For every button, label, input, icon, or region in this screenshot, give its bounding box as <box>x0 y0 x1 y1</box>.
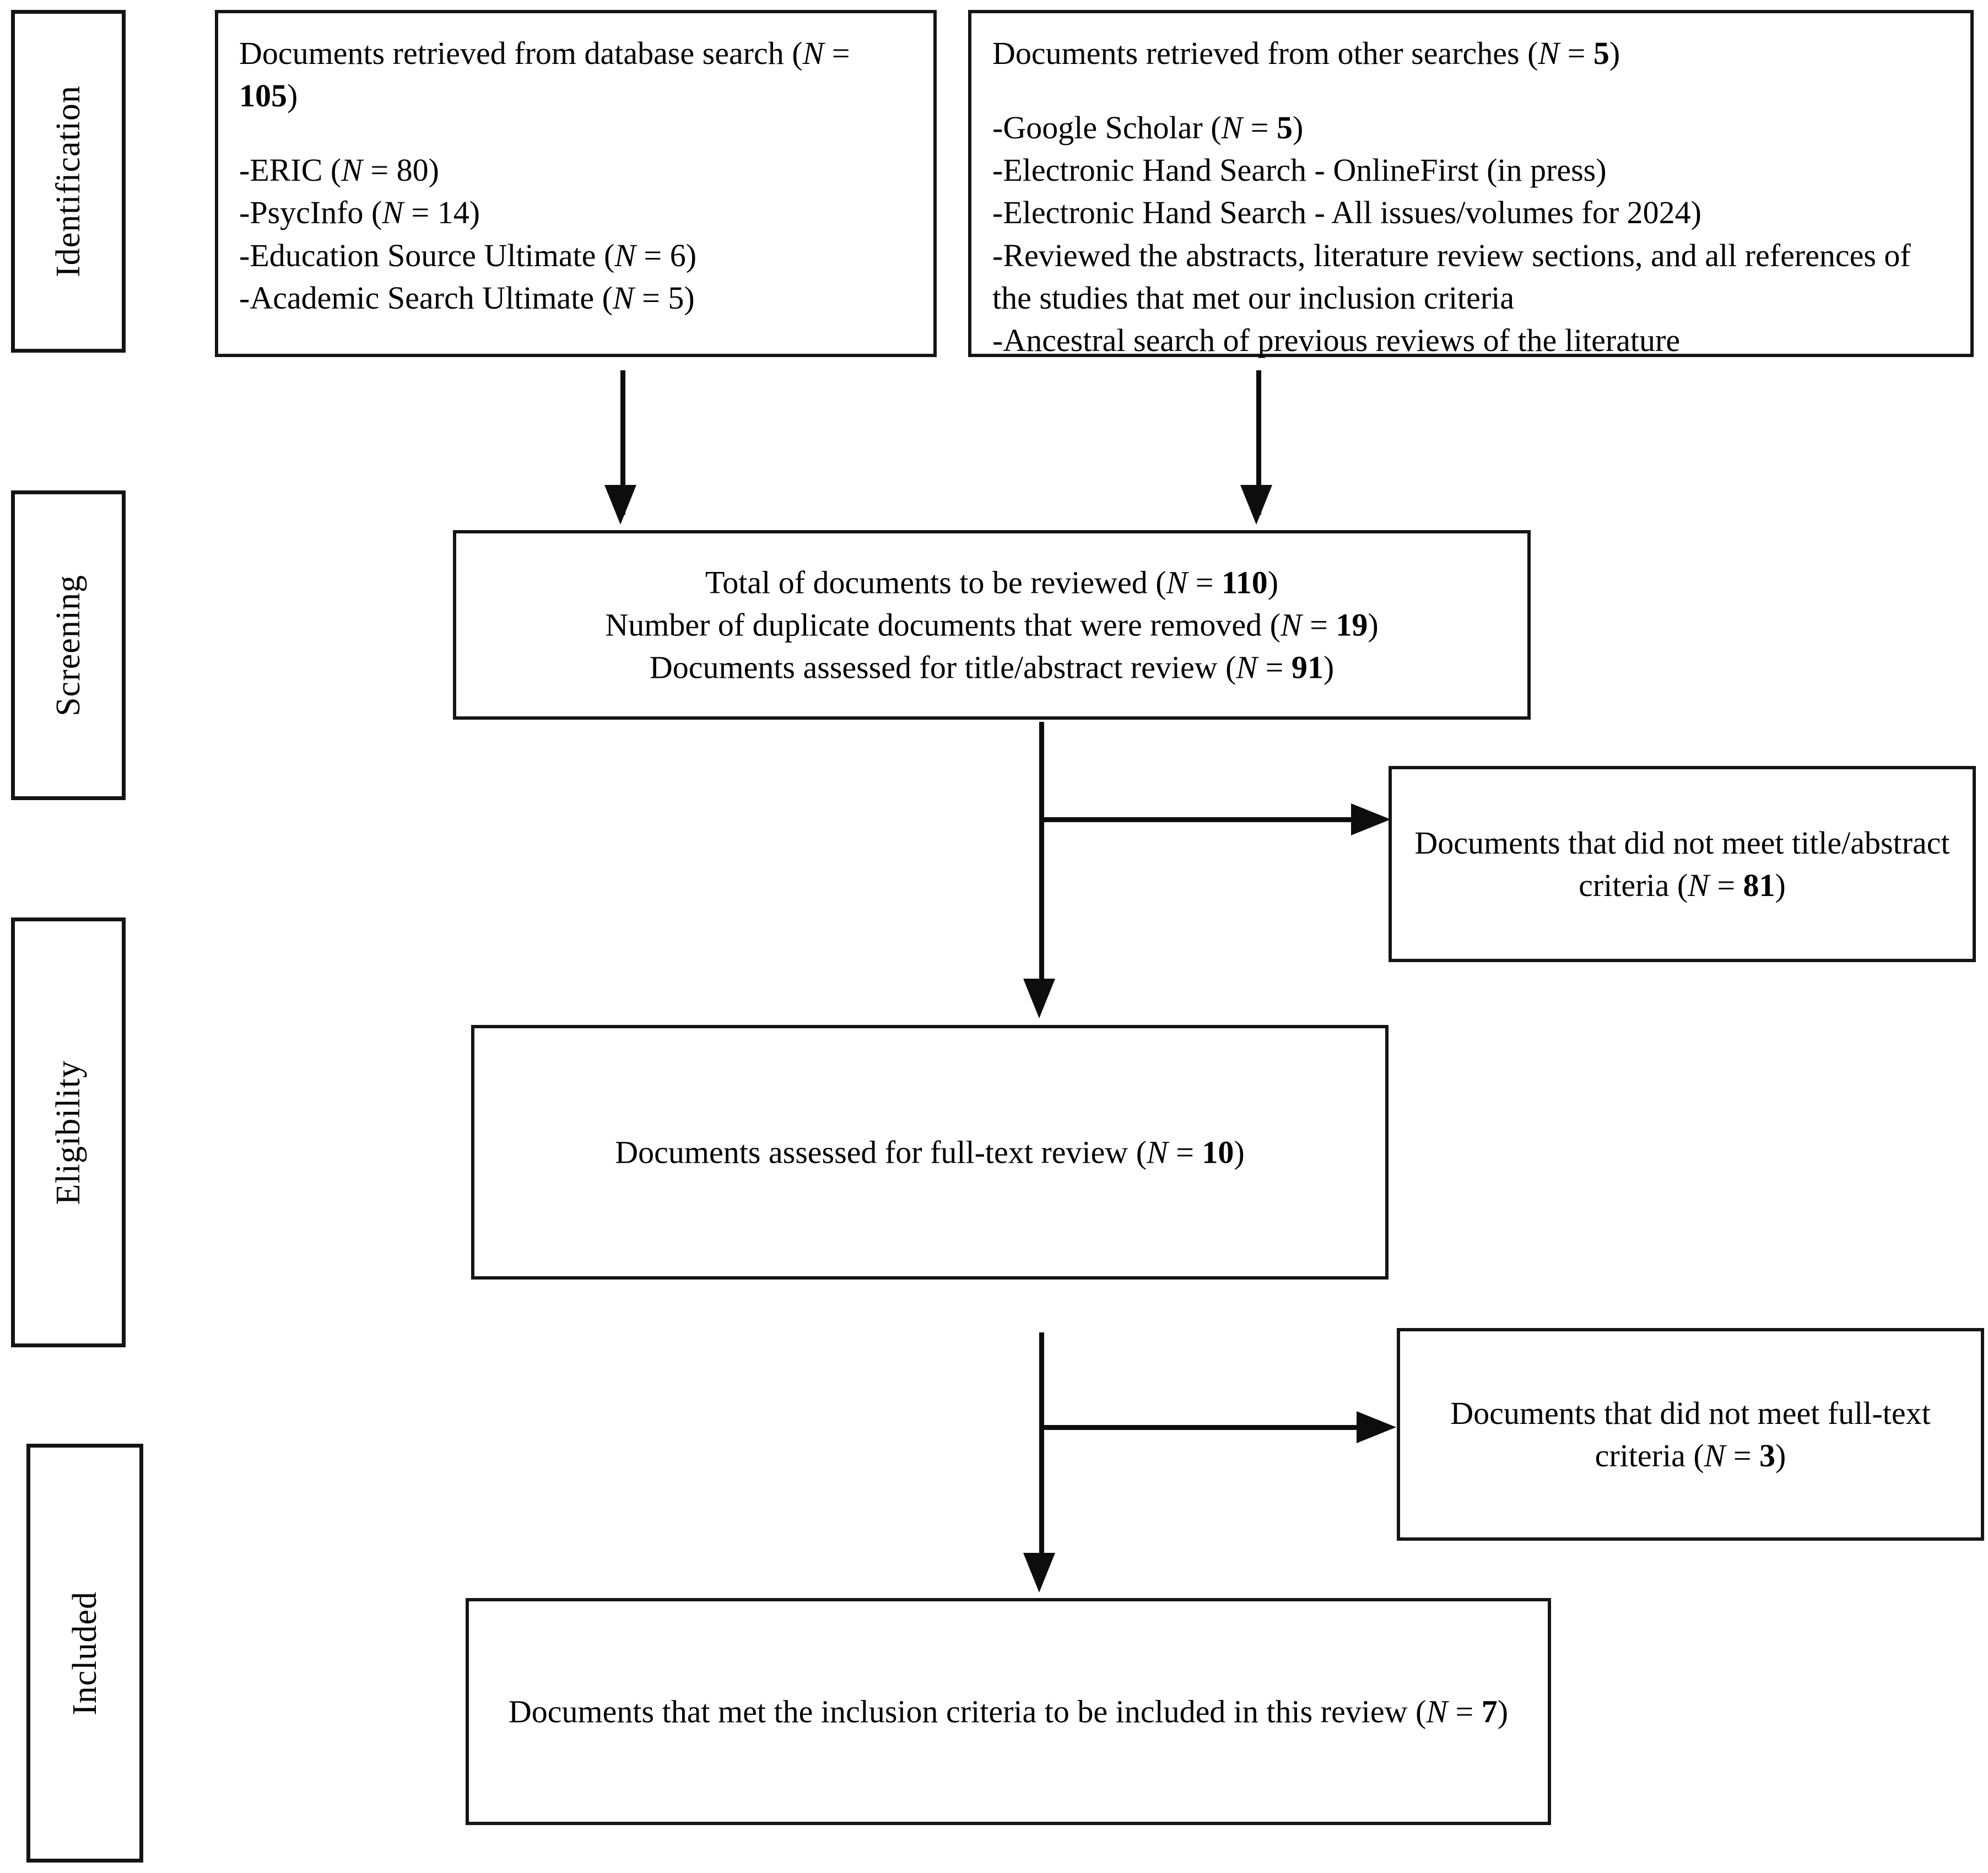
n-value: 5 <box>1276 110 1293 146</box>
n-symbol: N <box>1221 110 1243 146</box>
box-full-text-assessed: Documents assessed for full-text review … <box>471 1025 1389 1280</box>
arrowhead-eligibility-to-included <box>1023 1553 1055 1593</box>
n-symbol: N <box>1426 1693 1448 1730</box>
n-value: 91 <box>1291 649 1323 685</box>
n-symbol: N <box>1236 649 1258 685</box>
connector-line-other-to-screening <box>1256 370 1261 515</box>
spacer <box>239 117 912 149</box>
list-item: -Electronic Hand Search - OnlineFirst (i… <box>992 152 1607 188</box>
n-value: 5 <box>1593 35 1609 71</box>
arrowhead-screening-to-excluded <box>1351 803 1391 835</box>
n-symbol: N <box>802 35 824 71</box>
arrowhead-eligibility-to-excluded <box>1357 1411 1396 1443</box>
list-item: -Electronic Hand Search - All issues/vol… <box>992 195 1701 231</box>
stage-box-included: Included <box>26 1444 143 1863</box>
list-item: -Education Source Ultimate (N = 6) <box>239 237 697 273</box>
n-symbol: N <box>1147 1134 1168 1170</box>
n-value: 110 <box>1221 564 1268 601</box>
box-database-search-content: Documents retrieved from database search… <box>218 32 933 319</box>
box-database-search: Documents retrieved from database search… <box>215 10 937 357</box>
n-value: 105 <box>239 78 287 114</box>
box-excluded-title-abstract: Documents that did not meet title/abstra… <box>1389 766 1976 962</box>
stage-label-screening: Screening <box>50 574 87 716</box>
list-item: -Academic Search Ultimate (N = 5) <box>239 279 695 316</box>
list-item: -Ancestral search of previous reviews of… <box>992 322 1681 358</box>
connector-line-database-to-screening <box>620 370 625 515</box>
n-symbol: N <box>1538 35 1560 71</box>
list-item: -Google Scholar (N = 5) <box>992 110 1304 146</box>
stage-label-included: Included <box>66 1591 104 1715</box>
screening-line: Number of duplicate documents that were … <box>605 607 1379 643</box>
arrowhead-screening-to-eligibility <box>1023 979 1055 1018</box>
box-excluded-title-abstract-content: Documents that did not meet title/abstra… <box>1414 824 1950 903</box>
n-value: 10 <box>1202 1134 1234 1170</box>
box-excluded-full-text: Documents that did not meet full-text cr… <box>1397 1328 1984 1541</box>
n-symbol: N <box>382 195 404 231</box>
n-symbol: N <box>1280 607 1302 643</box>
box-full-text-assessed-content: Documents assessed for full-text review … <box>615 1134 1245 1170</box>
box-other-searches-heading: Documents retrieved from other searches … <box>992 35 1620 71</box>
n-value: 19 <box>1336 607 1368 643</box>
box-other-searches: Documents retrieved from other searches … <box>968 10 1974 358</box>
list-item: -Reviewed the abstracts, literature revi… <box>992 237 1911 316</box>
n-value: 81 <box>1743 867 1775 903</box>
box-screening-summary-content: Total of documents to be reviewed (N = 1… <box>456 561 1527 688</box>
stage-label-eligibility: Eligibility <box>50 1060 87 1205</box>
screening-line: Total of documents to be reviewed (N = 1… <box>705 564 1279 601</box>
screening-line: Documents assessed for title/abstract re… <box>649 649 1335 685</box>
list-item: -PsycInfo (N = 14) <box>239 195 480 231</box>
box-other-searches-content: Documents retrieved from other searches … <box>971 32 1970 361</box>
box-database-search-heading: Documents retrieved from database search… <box>239 35 850 114</box>
n-symbol: N <box>341 152 363 188</box>
connector-line-eligibility-to-excluded <box>1041 1425 1360 1430</box>
n-value: 3 <box>1759 1438 1776 1473</box>
stage-box-eligibility: Eligibility <box>11 917 126 1347</box>
connector-line-screening-to-excluded <box>1041 817 1354 822</box>
n-value: 80 <box>396 152 429 188</box>
n-symbol: N <box>614 237 636 273</box>
arrowhead-other-to-screening <box>1240 485 1272 525</box>
box-screening-summary: Total of documents to be reviewed (N = 1… <box>453 530 1531 720</box>
n-value: 7 <box>1481 1693 1498 1730</box>
n-symbol: N <box>1688 867 1709 903</box>
list-item: -ERIC (N = 80) <box>239 152 439 188</box>
n-symbol: N <box>1704 1438 1726 1473</box>
arrowhead-database-to-screening <box>604 485 636 525</box>
n-symbol: N <box>612 279 634 316</box>
spacer <box>992 74 1949 106</box>
n-value: 6 <box>669 237 686 273</box>
box-included-final: Documents that met the inclusion criteri… <box>466 1598 1551 1825</box>
connector-line-screening-to-eligibility <box>1039 722 1044 982</box>
n-value: 14 <box>437 195 469 231</box>
box-included-final-content: Documents that met the inclusion criteri… <box>508 1693 1509 1730</box>
box-excluded-full-text-content: Documents that did not meet full-text cr… <box>1450 1395 1931 1473</box>
n-value: 5 <box>668 279 684 316</box>
stage-box-identification: Identification <box>11 10 126 353</box>
stage-label-identification: Identification <box>50 85 87 277</box>
connector-line-eligibility-to-included <box>1039 1332 1044 1556</box>
stage-box-screening: Screening <box>11 490 126 800</box>
n-symbol: N <box>1166 564 1188 601</box>
